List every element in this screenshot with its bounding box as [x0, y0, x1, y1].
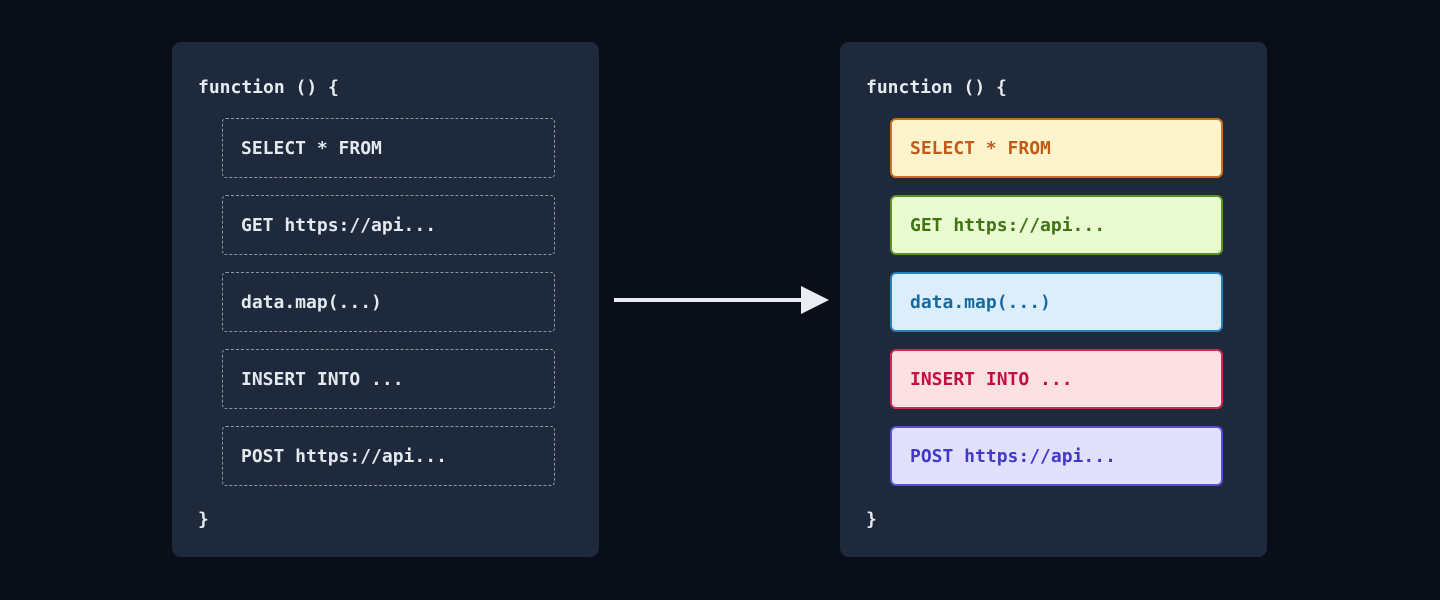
- right-code-panel: function () { SELECT * FROM GET https://…: [840, 42, 1267, 557]
- code-text: SELECT * FROM: [910, 137, 1051, 159]
- function-close-line: }: [866, 509, 877, 530]
- right-code-boxes: SELECT * FROM GET https://api... data.ma…: [890, 118, 1223, 486]
- code-text: POST https://api...: [241, 445, 447, 467]
- function-open-line: function () {: [198, 77, 339, 98]
- http-get-placeholder-box: GET https://api...: [222, 195, 555, 255]
- sql-select-placeholder-box: SELECT * FROM: [222, 118, 555, 178]
- js-map-placeholder-box: data.map(...): [222, 272, 555, 332]
- left-code-panel: function () { SELECT * FROM GET https://…: [172, 42, 599, 557]
- sql-insert-highlight-box: INSERT INTO ...: [890, 349, 1223, 409]
- sql-select-highlight-box: SELECT * FROM: [890, 118, 1223, 178]
- http-post-highlight-box: POST https://api...: [890, 426, 1223, 486]
- code-text: GET https://api...: [910, 214, 1106, 236]
- sql-insert-placeholder-box: INSERT INTO ...: [222, 349, 555, 409]
- http-post-placeholder-box: POST https://api...: [222, 426, 555, 486]
- arrow-shaft: [614, 298, 804, 302]
- js-map-highlight-box: data.map(...): [890, 272, 1223, 332]
- http-get-highlight-box: GET https://api...: [890, 195, 1223, 255]
- function-open-line: function () {: [866, 77, 1007, 98]
- code-text: GET https://api...: [241, 214, 437, 236]
- code-text: INSERT INTO ...: [241, 368, 404, 390]
- code-text: INSERT INTO ...: [910, 368, 1073, 390]
- left-code-boxes: SELECT * FROM GET https://api... data.ma…: [222, 118, 555, 486]
- code-text: data.map(...): [910, 291, 1051, 313]
- function-close-line: }: [198, 509, 209, 530]
- code-text: POST https://api...: [910, 445, 1116, 467]
- code-text: data.map(...): [241, 291, 382, 313]
- arrow-head: [801, 286, 829, 314]
- code-text: SELECT * FROM: [241, 137, 382, 159]
- transform-arrow-icon: [614, 286, 829, 314]
